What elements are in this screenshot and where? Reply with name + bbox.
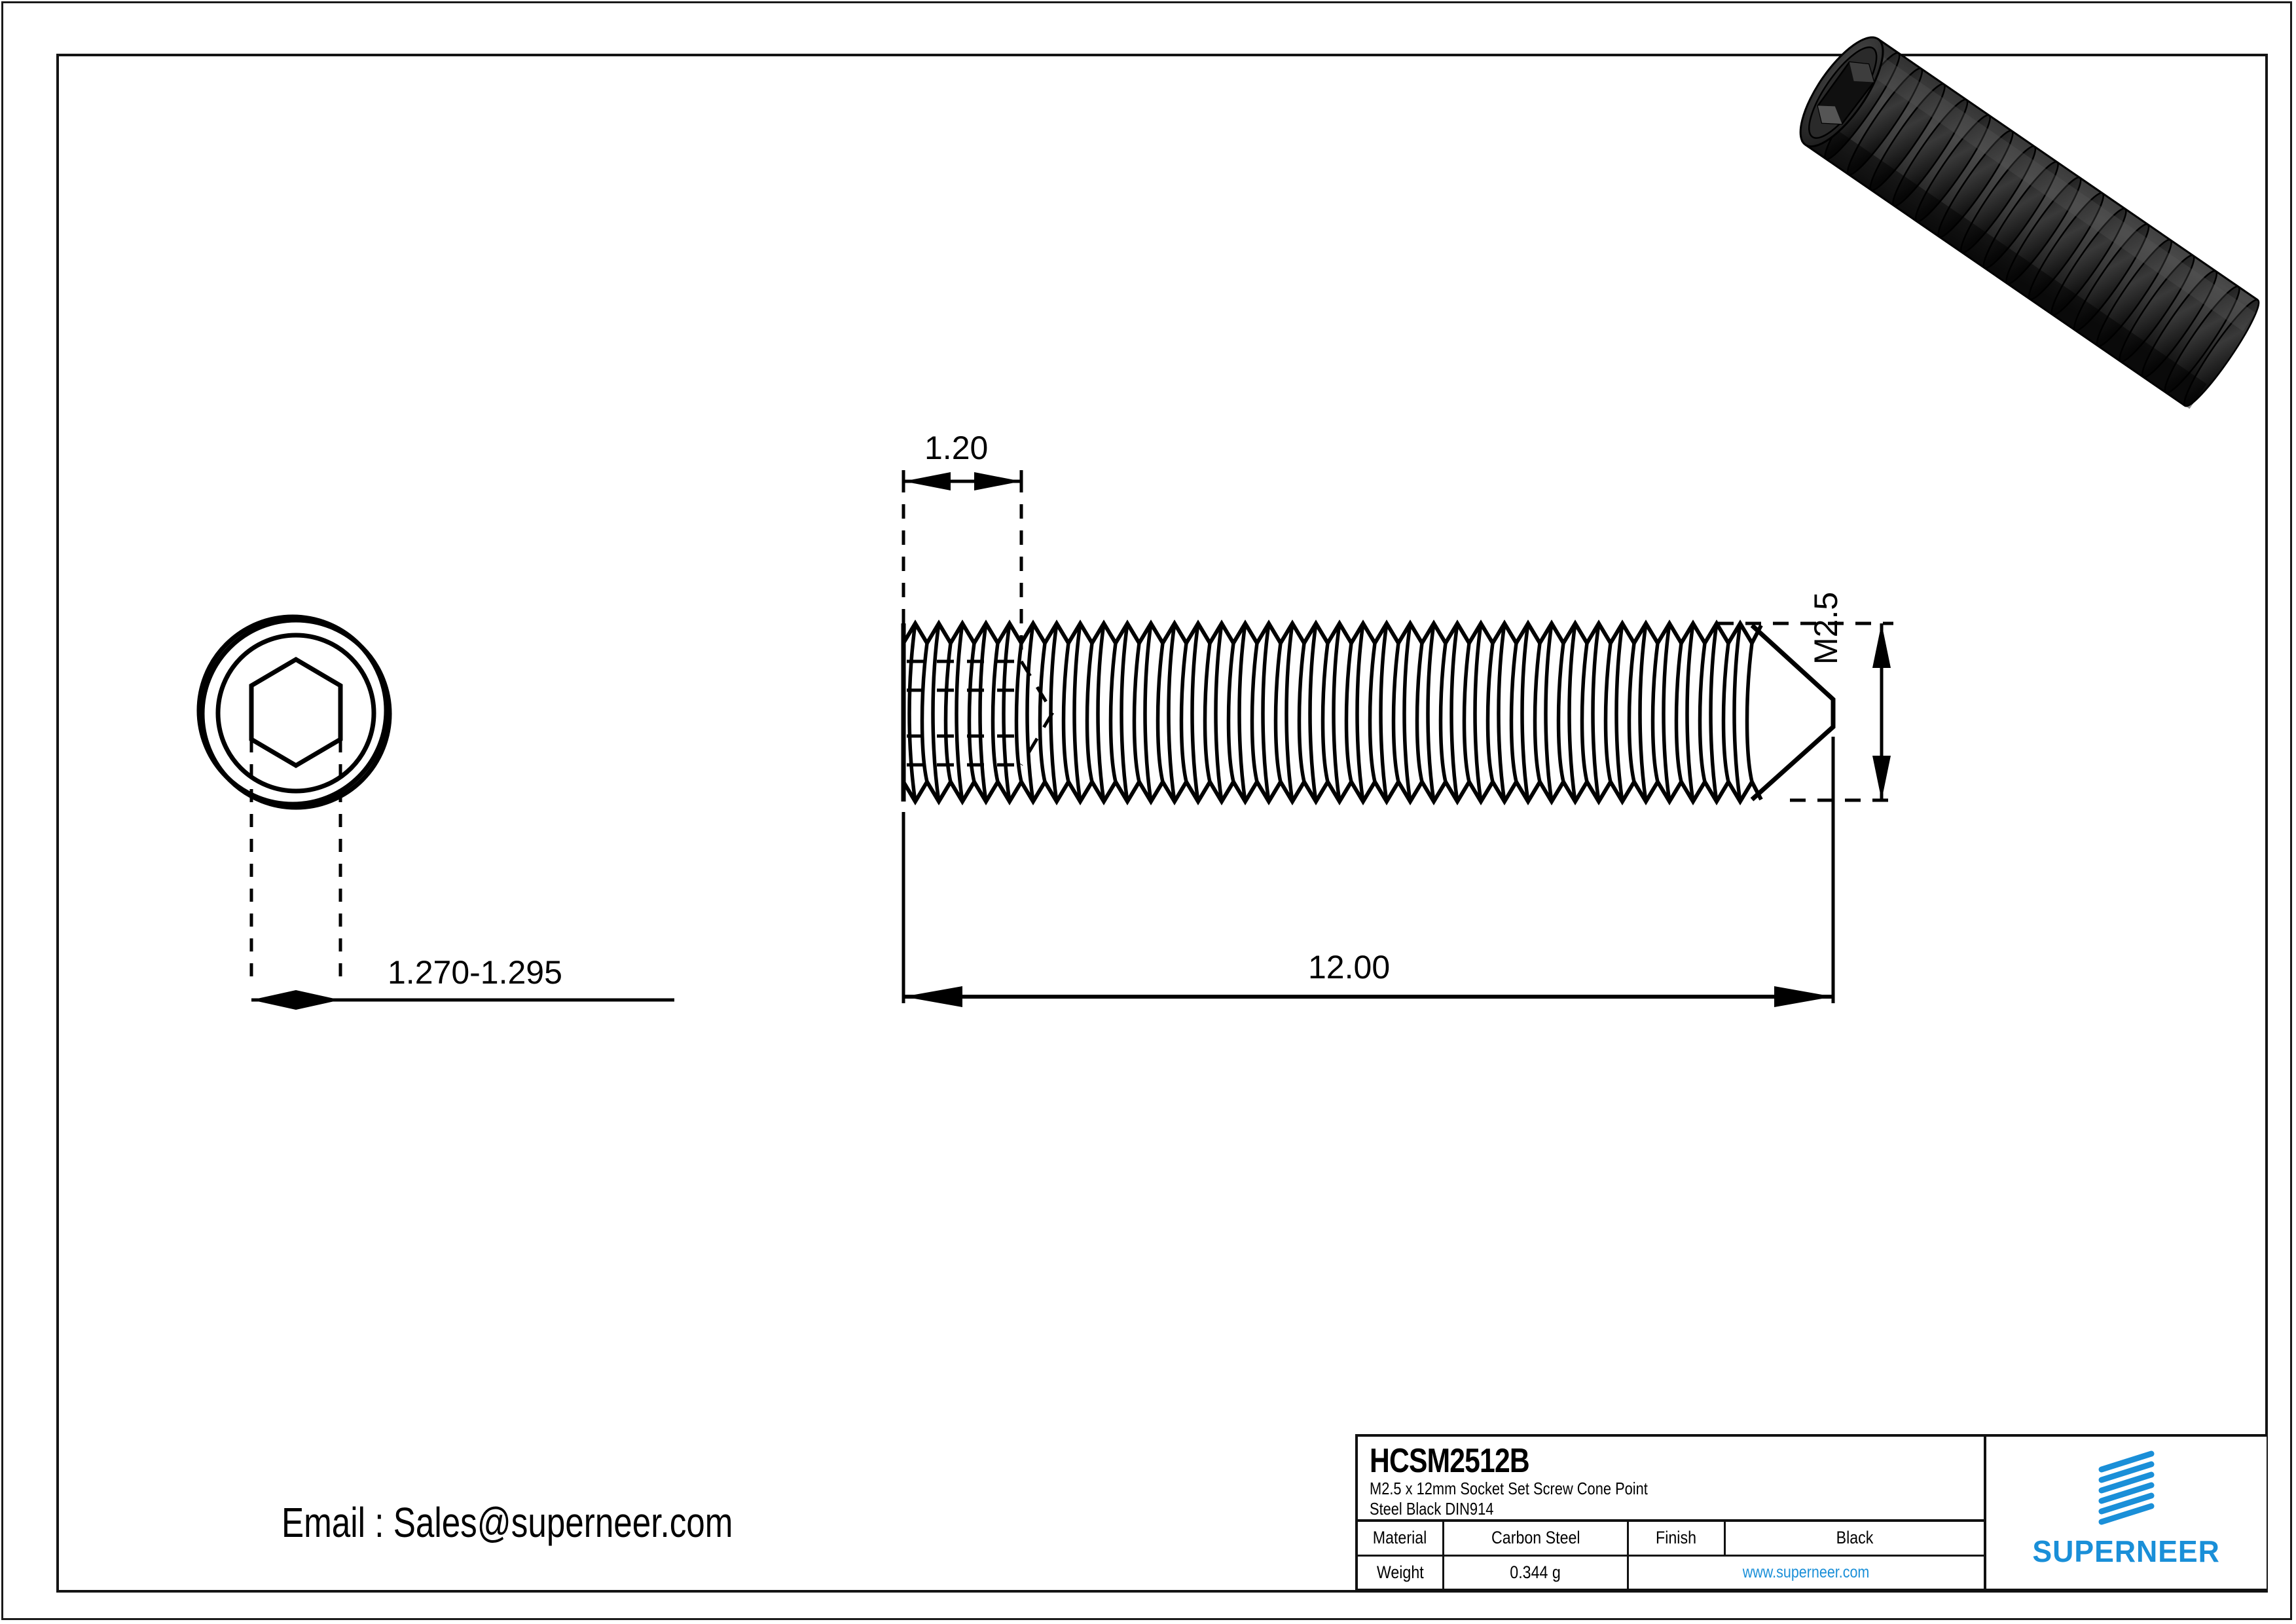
title-block-left: HCSM2512B M2.5 x 12mm Socket Set Screw C… [1358, 1437, 1986, 1589]
end-view-extension-lines [249, 739, 342, 980]
dim-across-flats [251, 990, 674, 1010]
dim-label-thread-size: M2.5 [1808, 591, 1844, 665]
side-view-screw [901, 619, 1836, 805]
superneer-stripes-icon [2098, 1450, 2155, 1525]
socket-bore-hidden [907, 659, 1055, 767]
cone-point [1750, 623, 1836, 802]
brand-wordmark: SUPERNEER [2032, 1534, 2221, 1568]
dim-thread-size [1718, 621, 1893, 802]
material-label-cell: Material [1358, 1522, 1444, 1555]
dim-label-across-flats: 1.270-1.295 [388, 954, 562, 991]
screw-3d-render [1799, 36, 2260, 409]
sheet-inner-frame [56, 54, 2268, 1593]
title-block-description: HCSM2512B M2.5 x 12mm Socket Set Screw C… [1358, 1437, 1984, 1522]
table-row: Material Carbon Steel Finish Black [1358, 1522, 1984, 1557]
part-description-line-1: M2.5 x 12mm Socket Set Screw Cone Point [1370, 1479, 1648, 1498]
title-block: HCSM2512B M2.5 x 12mm Socket Set Screw C… [1355, 1434, 2267, 1591]
website-link[interactable]: www.superneer.com [1743, 1562, 1870, 1581]
finish-label-cell: Finish [1629, 1522, 1726, 1555]
finish-value-cell: Black [1836, 1528, 1874, 1548]
dim-label-socket-depth: 1.20 [924, 430, 989, 466]
dim-overall-length [902, 737, 1835, 1007]
weight-value-cell: 0.344 g [1444, 1556, 1629, 1589]
table-row: Weight 0.344 g www.superneer.com [1358, 1556, 1984, 1589]
brand-logo: SUPERNEER [1986, 1437, 2267, 1589]
dim-socket-depth [902, 470, 1023, 655]
weight-label-cell: Weight [1358, 1556, 1444, 1589]
part-description-line-2: Steel Black DIN914 [1370, 1499, 1494, 1519]
dim-label-length: 12.00 [1308, 949, 1391, 986]
material-value-cell: Carbon Steel [1444, 1522, 1629, 1555]
part-code: HCSM2512B [1370, 1442, 1530, 1480]
title-block-spec-table: Material Carbon Steel Finish Black Weigh… [1358, 1522, 1984, 1589]
email-line: Email : Sales@superneer.com [282, 1499, 733, 1546]
end-view-socket [196, 614, 392, 810]
